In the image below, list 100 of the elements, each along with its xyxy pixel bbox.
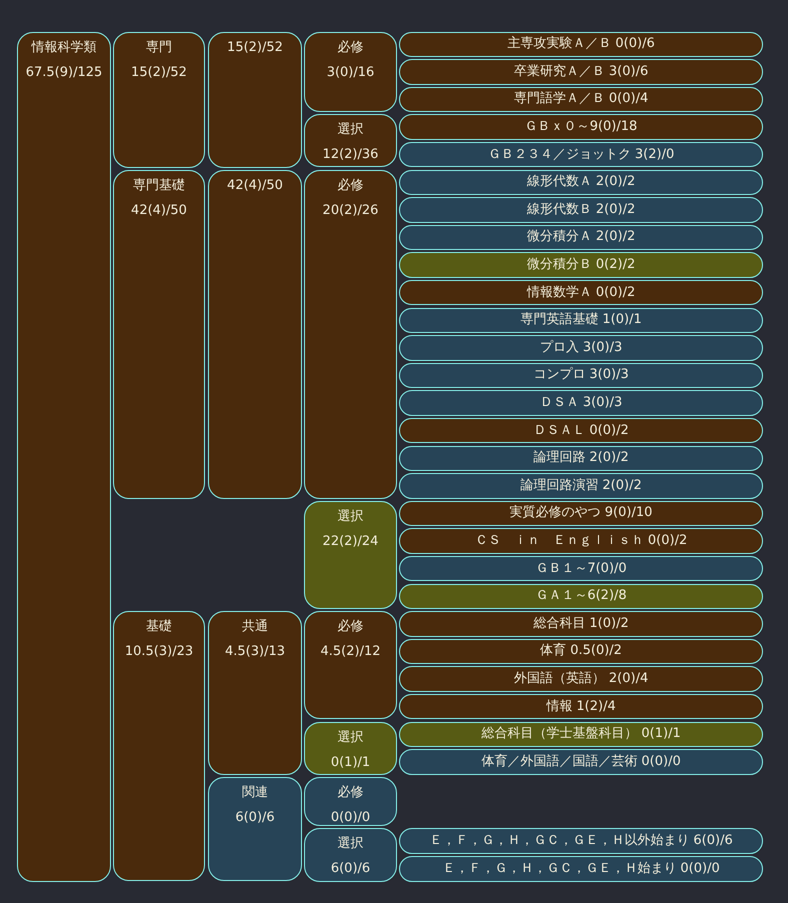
course-credits: 情報数学Ａ 0(0)/2	[526, 284, 636, 301]
category-name: 共通	[242, 618, 268, 636]
course-credits: ＧＡ１～6(2)/8	[535, 588, 627, 604]
course-pill	[399, 32, 763, 58]
category-box	[304, 611, 397, 720]
category-name: 選択	[338, 835, 364, 852]
course-credits: 体育／外国語／国語／芸術 0(0)/0	[481, 754, 681, 770]
course-credits: 線形代数Ｂ 2(0)/2	[526, 202, 636, 218]
category-box	[304, 828, 397, 882]
category-box	[304, 722, 397, 775]
course-credits: 体育 0.5(0)/2	[540, 643, 622, 660]
course-credits: 専門語学Ａ／Ｂ 0(0)/4	[514, 91, 648, 108]
course-credits: 専門英語基礎 1(0)/1	[520, 312, 642, 328]
category-name: 関連	[242, 784, 268, 801]
category-box	[304, 170, 397, 499]
category-box	[304, 114, 397, 168]
category-name: 選択	[338, 508, 364, 525]
category-name: 情報科学類	[32, 38, 96, 56]
credit-summary: 15(2)/52	[227, 38, 283, 56]
credit-summary: 22(2)/24	[322, 532, 378, 550]
credit-summary: 12(2)/36	[322, 146, 378, 164]
credit-summary: 15(2)/52	[131, 64, 187, 80]
category-name: 必修	[338, 618, 364, 636]
course-pill	[399, 252, 763, 278]
category-name: 必修	[338, 176, 364, 194]
category-box	[208, 776, 302, 882]
credit-summary: 4.5(3)/13	[224, 643, 285, 660]
category-box	[208, 170, 302, 499]
course-pill	[399, 390, 763, 416]
category-box	[304, 776, 397, 826]
credit-summary: 42(4)/50	[131, 202, 187, 218]
course-pill	[399, 856, 763, 882]
course-pill	[399, 197, 763, 223]
credit-summary: 0(1)/1	[330, 754, 370, 770]
course-credits: Ｅ，Ｆ，Ｇ，Ｈ，ＧＣ，ＧＥ，Ｈ以外始まり 6(0)/6	[429, 832, 733, 849]
course-credits: 総合科目 1(0)/2	[533, 616, 629, 632]
category-name: 専門	[146, 38, 172, 56]
credit-summary: 10.5(3)/23	[124, 643, 194, 660]
credit-summary: 3(0)/16	[326, 64, 374, 80]
category-name: 必修	[338, 784, 364, 801]
course-credits: ＧＢｘ０～9(0)/18	[524, 119, 638, 136]
credit-summary: 4.5(2)/12	[320, 643, 380, 660]
category-box	[113, 32, 205, 168]
course-credits: ＧＢ１～7(0)/0	[535, 560, 627, 577]
course-pill	[399, 584, 763, 610]
course-pill	[399, 86, 763, 112]
category-box	[113, 611, 205, 882]
course-pill	[399, 446, 763, 472]
course-credits: ＣＳ ｉｎ Ｅｎｇｌｉｓｈ 0(0)/2	[474, 533, 688, 550]
credit-summary: 20(2)/26	[322, 202, 378, 218]
course-credits: ＧＢ２３４／ジョットク 3(2)/0	[488, 146, 674, 163]
course-pill	[399, 418, 763, 444]
credit-summary: 6(0)/6	[330, 860, 370, 877]
course-credits: ＤＳＡ 3(0)/3	[540, 395, 622, 412]
course-pill	[399, 694, 763, 720]
course-pill	[399, 335, 763, 361]
course-pill	[399, 666, 763, 692]
course-credits: Ｅ，Ｆ，Ｇ，Ｈ，ＧＣ，ＧＥ，Ｈ始まり 0(0)/0	[442, 860, 720, 877]
course-pill	[399, 362, 763, 388]
course-pill	[399, 500, 763, 526]
course-pill	[399, 114, 763, 140]
category-box	[304, 500, 397, 610]
course-pill	[399, 308, 763, 334]
category-box	[208, 32, 302, 168]
course-pill	[399, 142, 763, 168]
course-credits: 実質必修のやつ 9(0)/10	[510, 505, 652, 522]
course-credits: 微分積分Ｂ 0(2)/2	[526, 257, 636, 274]
course-credits: コンプロ 3(0)/3	[533, 367, 629, 384]
category-name: 選択	[338, 121, 364, 138]
course-pill	[399, 828, 763, 854]
category-box	[304, 32, 397, 112]
course-pill	[399, 638, 763, 664]
credit-summary: 6(0)/6	[235, 808, 275, 826]
course-credits: 線形代数Ａ 2(0)/2	[526, 174, 636, 190]
course-pill	[399, 473, 763, 499]
course-credits: 微分積分Ａ 2(0)/2	[526, 229, 636, 246]
course-pill	[399, 528, 763, 554]
course-credits: 論理回路 2(0)/2	[533, 450, 629, 466]
credit-summary: 0(0)/0	[330, 808, 370, 826]
course-credits: 論理回路演習 2(0)/2	[520, 478, 642, 494]
category-name: 専門基礎	[133, 176, 185, 194]
category-name: 選択	[338, 728, 364, 746]
category-box	[113, 170, 205, 499]
category-name: 必修	[338, 38, 364, 56]
course-credits: 外国語（英語） 2(0)/4	[514, 671, 648, 688]
course-credits: 総合科目（学士基盤科目） 0(1)/1	[481, 726, 681, 742]
credit-summary: 67.5(9)/125	[26, 64, 102, 80]
category-box	[208, 611, 302, 775]
course-pill	[399, 556, 763, 582]
course-pill	[399, 722, 763, 748]
course-pill	[399, 170, 763, 196]
course-credits: ＤＳＡＬ 0(0)/2	[533, 422, 629, 439]
course-pill	[399, 611, 763, 637]
course-pill	[399, 749, 763, 775]
course-credits: プロ入 3(0)/3	[540, 340, 622, 356]
category-name: 基礎	[146, 618, 172, 636]
course-credits: 情報 1(2)/4	[546, 698, 616, 715]
course-credits: 主専攻実験Ａ／Ｂ 0(0)/6	[507, 36, 655, 52]
course-pill	[399, 280, 763, 306]
category-box	[17, 32, 111, 882]
